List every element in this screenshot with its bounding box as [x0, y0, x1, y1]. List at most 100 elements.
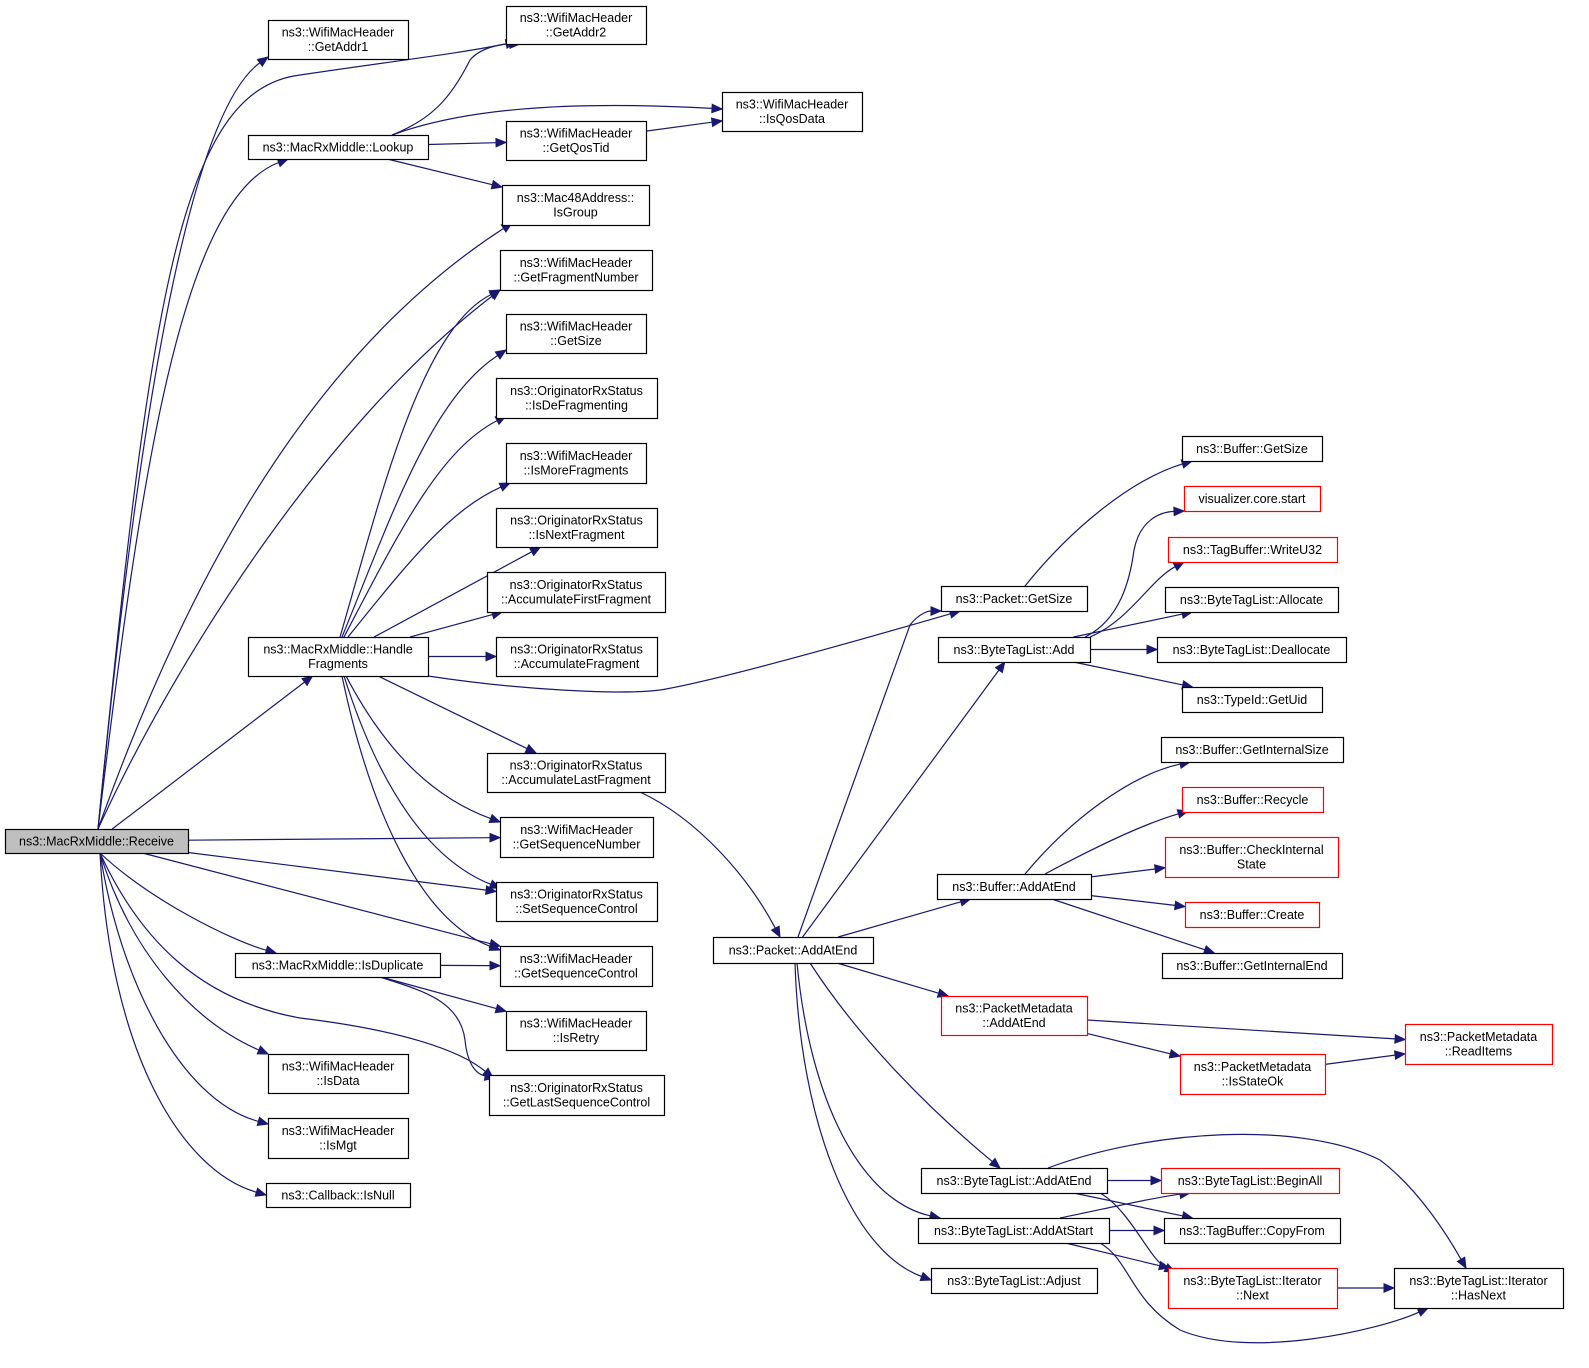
- node-btl_it_hasnext[interactable]: ns3::ByteTagList::Iterator::HasNext: [1393, 1267, 1565, 1310]
- node-ismgt[interactable]: ns3::WifiMacHeader::IsMgt: [267, 1117, 410, 1160]
- edge-handlefrag-to-pkt_getsize: [427, 613, 951, 693]
- node-box: [712, 936, 875, 965]
- node-box: [940, 585, 1089, 613]
- arrowhead-getqostid-to-isqosdata: [710, 117, 724, 128]
- edge-buf_addatend-to-buf_checkint: [1090, 868, 1156, 878]
- node-label: ns3::WifiMacHeader: [520, 1017, 633, 1031]
- node-box: [267, 1117, 410, 1160]
- node-accfirst[interactable]: ns3::OriginatorRxStatus::AccumulateFirst…: [486, 571, 667, 614]
- node-viz_start[interactable]: visualizer.core.start: [1183, 485, 1322, 513]
- node-isqosdata[interactable]: ns3::WifiMacHeader::IsQosData: [721, 91, 864, 133]
- arrowhead-acclast-to-pkt_addatend: [770, 925, 781, 939]
- node-isdata[interactable]: ns3::WifiMacHeader::IsData: [267, 1053, 410, 1095]
- node-getaddr2[interactable]: ns3::WifiMacHeader::GetAddr2: [505, 5, 648, 46]
- node-label: ns3::Packet::AddAtEnd: [729, 943, 858, 957]
- node-box: [501, 184, 651, 227]
- node-getfragnum[interactable]: ns3::WifiMacHeader::GetFragmentNumber: [499, 249, 654, 292]
- node-box: [1393, 1267, 1565, 1310]
- edge-isduplicate-to-isretry: [381, 976, 497, 1010]
- node-isgroup[interactable]: ns3::Mac48Address::IsGroup: [501, 184, 651, 227]
- node-box: [486, 571, 667, 614]
- arrowhead-pm_addatend-to-pm_isstateok: [1168, 1048, 1182, 1059]
- node-receive[interactable]: ns3::MacRxMiddle::Receive: [4, 828, 190, 855]
- node-label: ::GetAddr2: [546, 26, 606, 40]
- node-buf_getintend[interactable]: ns3::Buffer::GetInternalEnd: [1161, 952, 1344, 980]
- node-btl_it_next[interactable]: ns3::ByteTagList::Iterator::Next: [1167, 1267, 1339, 1310]
- node-label: ns3::ByteTagList::Add: [954, 643, 1075, 657]
- arrowhead-btl_addatstart-to-btl_it_hasnext: [1416, 1307, 1430, 1317]
- node-getseqnum[interactable]: ns3::WifiMacHeader::GetSequenceNumber: [499, 816, 655, 859]
- node-label: ns3::OriginatorRxStatus: [510, 643, 643, 657]
- node-lookup[interactable]: ns3::MacRxMiddle::Lookup: [247, 134, 430, 161]
- node-isretry[interactable]: ns3::WifiMacHeader::IsRetry: [505, 1010, 648, 1052]
- node-pkt_getsize[interactable]: ns3::Packet::GetSize: [940, 585, 1089, 613]
- edge-btl_addatstart-to-btl_it_next: [1065, 1242, 1160, 1267]
- node-label: ns3::Buffer::GetInternalSize: [1175, 743, 1328, 757]
- node-pm_addatend[interactable]: ns3::PacketMetadata::AddAtEnd: [940, 995, 1089, 1037]
- node-isnextfrag[interactable]: ns3::OriginatorRxStatus::IsNextFragment: [495, 507, 659, 549]
- node-box: [721, 91, 864, 133]
- node-btl_addatend[interactable]: ns3::ByteTagList::AddAtEnd: [920, 1167, 1109, 1195]
- node-ismorefrag[interactable]: ns3::WifiMacHeader::IsMoreFragments: [505, 442, 648, 485]
- node-isduplicate[interactable]: ns3::MacRxMiddle::IsDuplicate: [234, 952, 442, 979]
- node-btl_adjust[interactable]: ns3::ByteTagList::Adjust: [930, 1267, 1099, 1295]
- node-btl_beginall[interactable]: ns3::ByteTagList::BeginAll: [1160, 1167, 1341, 1195]
- node-btl_addatstart[interactable]: ns3::ByteTagList::AddAtStart: [917, 1217, 1111, 1245]
- node-acclast[interactable]: ns3::OriginatorRxStatus::AccumulateLastF…: [486, 752, 667, 794]
- node-label: ::AddAtEnd: [982, 1016, 1045, 1030]
- edge-getqostid-to-isqosdata: [645, 121, 713, 132]
- node-buf_addatend[interactable]: ns3::Buffer::AddAtEnd: [936, 873, 1093, 901]
- edge-receive-to-getlastseq: [99, 852, 486, 1072]
- node-typeid_getuid[interactable]: ns3::TypeId::GetUid: [1181, 686, 1324, 714]
- node-label: ns3::Buffer::CheckInternal: [1179, 843, 1323, 857]
- node-getqostid[interactable]: ns3::WifiMacHeader::GetQosTid: [505, 120, 648, 162]
- node-box: [505, 120, 648, 162]
- node-label: ::ReadItems: [1445, 1045, 1512, 1059]
- node-label: ns3::WifiMacHeader: [282, 26, 395, 40]
- node-label: ns3::MacRxMiddle::Receive: [19, 834, 174, 848]
- node-pkt_addatend[interactable]: ns3::Packet::AddAtEnd: [712, 936, 875, 965]
- node-buf_getsize[interactable]: ns3::Buffer::GetSize: [1181, 435, 1324, 463]
- node-label: ns3::Buffer::GetInternalEnd: [1176, 959, 1327, 973]
- node-pm_isstateok[interactable]: ns3::PacketMetadata::IsStateOk: [1179, 1053, 1327, 1096]
- node-accfrag[interactable]: ns3::OriginatorRxStatus::AccumulateFragm…: [495, 636, 659, 678]
- node-box: [937, 636, 1092, 664]
- node-buf_getintsize[interactable]: ns3::Buffer::GetInternalSize: [1160, 736, 1345, 764]
- node-isdefrag[interactable]: ns3::OriginatorRxStatus::IsDeFragmenting: [495, 377, 659, 420]
- arrowhead-handlefrag-to-getsize_h: [494, 349, 508, 360]
- node-label: ns3::Callback::IsNull: [281, 1188, 394, 1202]
- node-box: [495, 881, 659, 923]
- node-getaddr1[interactable]: ns3::WifiMacHeader::GetAddr1: [267, 19, 410, 61]
- edge-handlefrag-to-isnextfrag: [373, 551, 532, 638]
- node-btl_dealloc[interactable]: ns3::ByteTagList::Deallocate: [1156, 636, 1348, 664]
- node-box: [1184, 901, 1321, 929]
- node-buf_create[interactable]: ns3::Buffer::Create: [1184, 901, 1321, 929]
- edge-pkt_addatend-to-btl_addatstart: [796, 962, 931, 1217]
- node-buf_recycle[interactable]: ns3::Buffer::Recycle: [1181, 786, 1325, 814]
- node-pm_readitems[interactable]: ns3::PacketMetadata::ReadItems: [1404, 1023, 1554, 1066]
- node-btl_allocate[interactable]: ns3::ByteTagList::Allocate: [1164, 586, 1340, 614]
- node-tb_copyfrom[interactable]: ns3::TagBuffer::CopyFrom: [1163, 1217, 1342, 1245]
- arrowhead-handlefrag-to-acclast: [524, 743, 538, 754]
- arrowhead-receive-to-getseqnum: [489, 832, 502, 843]
- node-setseqctrl[interactable]: ns3::OriginatorRxStatus::SetSequenceCont…: [495, 881, 659, 923]
- edge-handlefrag-to-getsize_h: [341, 354, 498, 638]
- arrowhead-lookup-to-isgroup: [490, 179, 504, 190]
- node-getlastseq[interactable]: ns3::OriginatorRxStatus::GetLastSequence…: [488, 1074, 666, 1117]
- node-getsize_h[interactable]: ns3::WifiMacHeader::GetSize: [505, 313, 648, 355]
- node-isnull[interactable]: ns3::Callback::IsNull: [265, 1182, 412, 1209]
- edge-pkt_addatend-to-buf_addatend: [838, 901, 962, 938]
- edge-isduplicate-to-getlastseq: [379, 976, 486, 1077]
- arrowhead-lookup-to-getqostid: [495, 137, 508, 148]
- node-tb_writeu32[interactable]: ns3::TagBuffer::WriteU32: [1167, 536, 1339, 564]
- edge-handlefrag-to-isdefrag: [343, 420, 498, 638]
- node-getseqctrl[interactable]: ns3::WifiMacHeader::GetSequenceControl: [499, 945, 654, 988]
- arrowhead-btl_addatstart-to-tb_copyfrom: [1153, 1225, 1166, 1236]
- node-btl_add[interactable]: ns3::ByteTagList::Add: [937, 636, 1092, 664]
- node-label: ns3::WifiMacHeader: [520, 320, 633, 334]
- node-label: ns3::Mac48Address::: [517, 191, 634, 205]
- node-label: ns3::TagBuffer::CopyFrom: [1179, 1224, 1325, 1238]
